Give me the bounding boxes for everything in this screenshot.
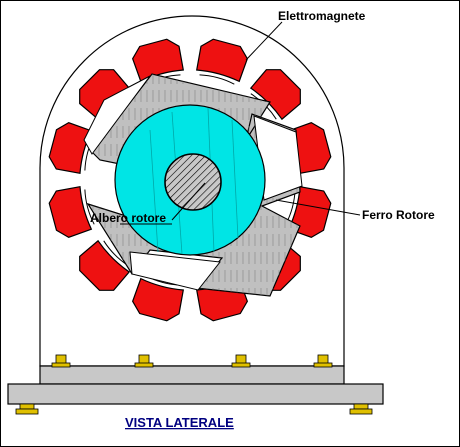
bolt-icon bbox=[15, 403, 39, 415]
leader-rotor-shaft bbox=[171, 182, 206, 221]
bolt-icon bbox=[134, 354, 154, 368]
leader-electromagnet bbox=[245, 21, 283, 61]
label-rotor-shaft: Albero rotore bbox=[90, 211, 166, 225]
label-electromagnet: Elettromagnete bbox=[278, 9, 366, 23]
base-top-plate bbox=[39, 365, 345, 385]
bolt-icon bbox=[349, 403, 373, 415]
rotor-shaft bbox=[164, 153, 222, 211]
rotor-slot bbox=[83, 75, 151, 155]
bolt-icon bbox=[231, 354, 251, 368]
leader-rotor-iron bbox=[275, 199, 361, 216]
caption: VISTA LATERALE bbox=[125, 415, 234, 430]
label-rotor-iron: Ferro Rotore bbox=[362, 208, 435, 222]
electromagnet-pole bbox=[48, 185, 95, 239]
bolt-icon bbox=[51, 354, 71, 368]
rotor-slot bbox=[129, 251, 221, 291]
base-plate bbox=[7, 383, 384, 405]
electromagnet-pole bbox=[195, 38, 249, 85]
bolt-icon bbox=[313, 354, 333, 368]
